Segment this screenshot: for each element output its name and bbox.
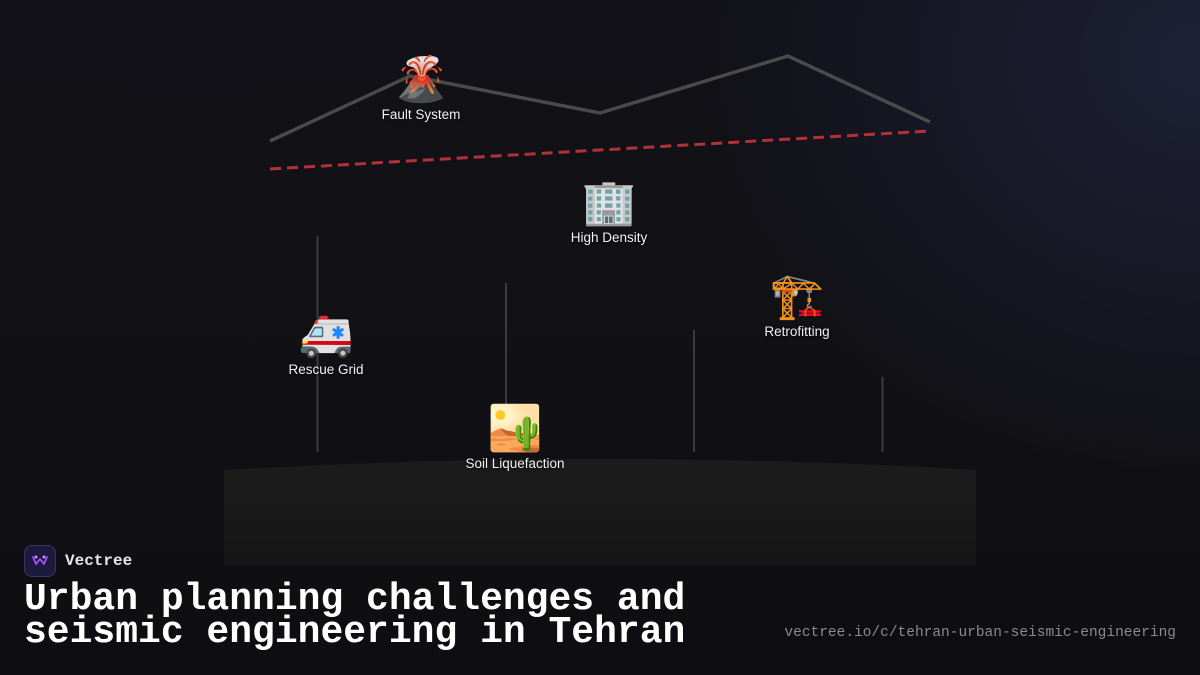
page-title-line-1: Urban planning challenges and [24,578,686,621]
vectree-logo-icon [24,545,56,577]
brand[interactable]: Vectree [24,544,132,578]
node-label: Retrofitting [764,324,830,339]
node-label: Fault System [381,107,461,122]
source-url[interactable]: vectree.io/c/tehran-urban-seismic-engine… [784,625,1176,641]
brand-name: Vectree [65,552,133,570]
ground-slab [224,459,976,565]
node-label: High Density [570,230,648,245]
fault-line [269,129,931,171]
node-soil-liquefaction[interactable]: 🏜️ Soil Liquefaction [415,404,615,472]
office-building-icon: 🏢 [581,177,637,228]
page-title-line-2: seismic engineering in Tehran [24,611,686,654]
node-rescue-grid[interactable]: 🚑 Rescue Grid [226,310,426,378]
construction-crane-icon: 🏗️ [769,271,825,322]
ambulance-icon: 🚑 [298,309,354,360]
volcano-icon: 🌋 [393,54,449,105]
node-retrofitting[interactable]: 🏗️ Retrofitting [697,272,897,340]
node-fault-system[interactable]: 🌋 Fault System [321,55,521,123]
node-high-density[interactable]: 🏢 High Density [509,178,709,246]
node-label: Soil Liquefaction [465,456,565,471]
node-label: Rescue Grid [288,362,364,377]
ridge-line [269,54,931,143]
page-title: Urban planning challenges and seismic en… [24,581,744,652]
desert-icon: 🏜️ [487,403,543,454]
